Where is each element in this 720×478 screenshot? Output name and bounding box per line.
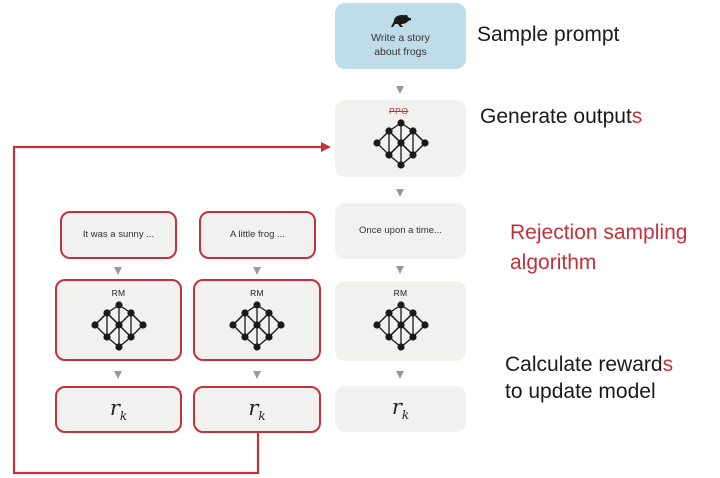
sample-1-reward-box: rk xyxy=(55,386,182,433)
network-node xyxy=(265,309,273,317)
arrow-rm-to-reward xyxy=(396,371,404,379)
network-node xyxy=(396,301,405,309)
arrow-sample-1-to-rm xyxy=(114,267,122,275)
network-node xyxy=(384,333,393,341)
network-node xyxy=(138,321,147,329)
sample-1-reward-symbol: rk xyxy=(109,395,128,424)
neural-network-icon xyxy=(229,301,285,351)
main-reward-box: rk xyxy=(335,386,466,432)
arrow-sample-1-rm-to-reward xyxy=(114,371,122,379)
sample-1-text: It was a sunny ... xyxy=(82,228,155,240)
calculate-line-2: to update model xyxy=(505,380,656,404)
sample-2-rm-label: RM xyxy=(250,288,264,298)
feedback-loop-line xyxy=(12,145,322,475)
main-output-box: Once upon a time... xyxy=(335,203,466,259)
network-node xyxy=(90,321,99,329)
ppo-struck-label: PPO xyxy=(389,106,409,116)
arrow-output-to-rm xyxy=(396,266,404,274)
prompt-text: Write a story about frogs xyxy=(371,32,430,58)
sample-2-reward-symbol: rk xyxy=(248,395,266,424)
frog-icon xyxy=(390,15,411,28)
main-rm-box: RM xyxy=(335,281,466,361)
network-node xyxy=(384,150,393,159)
arrow-sample-2-to-rm xyxy=(253,267,261,275)
step-label-rejection-sampling: Rejection sampling algorithm xyxy=(510,220,687,275)
network-node xyxy=(241,309,249,317)
sample-2-output-box: A little frog ... xyxy=(199,211,316,259)
feedback-loop-arrowhead xyxy=(321,142,331,152)
step-label-sample-prompt: Sample prompt xyxy=(477,23,620,46)
arrow-sample-2-rm-to-reward xyxy=(253,371,261,379)
network-node xyxy=(102,309,111,317)
network-node xyxy=(126,333,135,341)
network-node xyxy=(396,118,405,127)
main-reward-symbol: rk xyxy=(391,395,410,423)
network-node xyxy=(396,343,405,351)
network-node xyxy=(408,309,417,317)
policy-model-box: PPO xyxy=(335,100,466,177)
main-output-text: Once upon a time... xyxy=(359,224,442,236)
network-node xyxy=(265,333,273,341)
prompt-box: Write a story about frogs xyxy=(335,3,466,69)
network-node xyxy=(372,321,381,329)
sample-1-rm-box: RM xyxy=(55,279,182,361)
network-node xyxy=(372,138,381,147)
network-node xyxy=(241,333,249,341)
rejection-line-2: algorithm xyxy=(510,251,597,275)
neural-network-icon xyxy=(372,301,429,351)
network-node xyxy=(126,309,135,317)
network-node xyxy=(408,150,417,159)
network-node xyxy=(420,321,429,329)
network-node xyxy=(384,309,393,317)
network-node xyxy=(396,160,405,169)
sample-2-rm-box: RM xyxy=(193,279,321,361)
arrow-model-to-output xyxy=(396,189,404,197)
sample-2-text: A little frog ... xyxy=(230,228,285,240)
neural-network-icon xyxy=(372,118,429,169)
sample-1-rm-label: RM xyxy=(111,288,126,298)
sample-1-output-box: It was a sunny ... xyxy=(60,211,177,259)
neural-network-icon xyxy=(90,301,147,351)
main-rm-label: RM xyxy=(393,288,408,298)
network-node xyxy=(253,321,261,329)
calculate-line-1: Calculate rewards xyxy=(505,353,674,376)
network-node xyxy=(396,321,405,329)
network-node xyxy=(102,333,111,341)
network-node xyxy=(253,301,261,309)
sample-2-reward-box: rk xyxy=(193,386,321,433)
network-node xyxy=(253,343,261,351)
network-node xyxy=(114,301,123,309)
step-label-generate-outputs: Generate outputs xyxy=(480,105,643,128)
network-node xyxy=(408,126,417,135)
network-node xyxy=(277,321,285,329)
network-node xyxy=(420,138,429,147)
network-node xyxy=(114,321,123,329)
arrow-prompt-to-model xyxy=(396,86,404,94)
network-node xyxy=(384,126,393,135)
step-label-calculate-rewards: Calculate rewards to update model xyxy=(505,352,673,404)
network-node xyxy=(396,138,405,147)
network-node xyxy=(229,321,237,329)
rejection-line-1: Rejection sampling xyxy=(510,221,688,244)
network-node xyxy=(114,343,123,351)
network-node xyxy=(408,333,417,341)
